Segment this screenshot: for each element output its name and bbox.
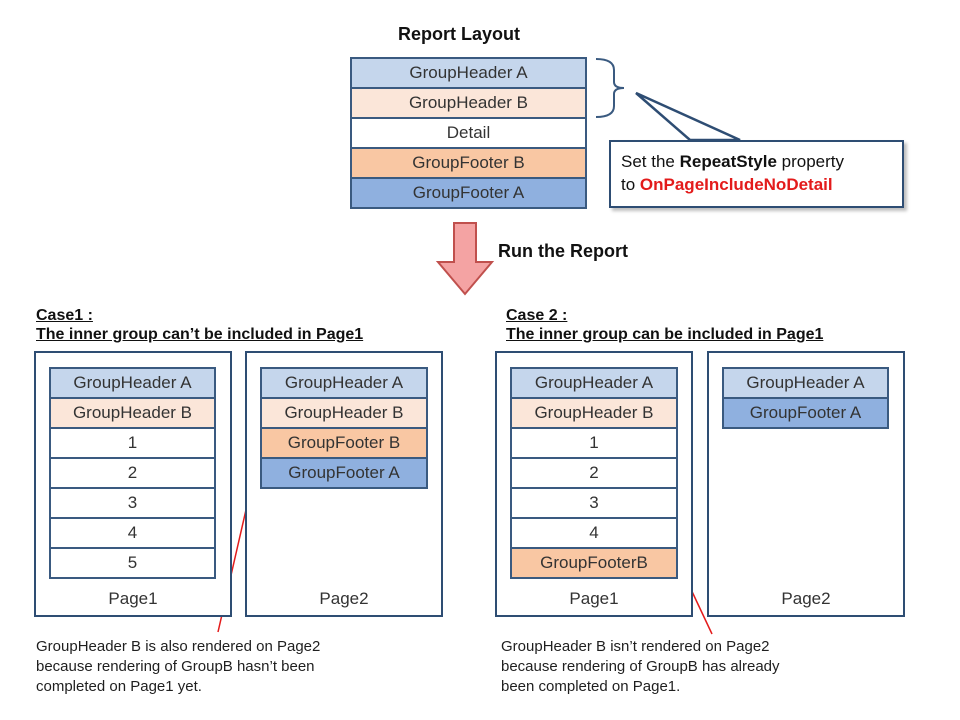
case1-page2-row: GroupFooter A [260,457,428,489]
brace-icon [595,58,625,118]
callout-line1: Set the RepeatStyle property [621,150,902,173]
case1-page2-row: GroupFooter B [260,427,428,459]
layout-band-group-header-b: GroupHeader B [350,87,587,119]
callout-line2: to OnPageIncludeNoDetail [621,173,902,196]
case1-note-line: GroupHeader B is also rendered on Page2 [36,638,321,655]
callout-box: Set the RepeatStyle property to OnPageIn… [609,140,904,208]
case2-page1-row: 1 [510,427,678,459]
case1-page1-label: Page1 [108,589,158,608]
case1-page2-row: GroupHeader B [260,397,428,429]
callout-property: RepeatStyle [679,152,777,171]
run-report-arrow-icon [435,222,495,296]
callout-pointer [635,91,741,142]
case2-title-line2: The inner group can be included in Page1 [506,326,824,343]
callout-middle: property [776,152,845,171]
layout-band-group-footer-b: GroupFooter B [350,147,587,179]
case2-note-line: GroupHeader B isn’t rendered on Page2 [501,638,770,655]
case1-title: Case1 : The inner group can’t be include… [36,306,363,344]
run-report-label: Run the Report [498,241,628,261]
case2-page1-label: Page1 [569,589,619,608]
case1-page1-row: 2 [49,457,216,489]
case2-note: GroupHeader B isn’t rendered on Page2 be… [501,637,780,697]
case1-title-line1: Case1 : [36,307,93,324]
case1-page1-row: 5 [49,547,216,579]
callout-line2-prefix: to [621,175,640,194]
case1-page1-row: 3 [49,487,216,519]
case2-page1-row: GroupFooterB [510,547,678,579]
case2-title: Case 2 : The inner group can be included… [506,306,823,344]
case2-page2-label: Page2 [781,589,831,608]
case1-note: GroupHeader B is also rendered on Page2 … [36,637,320,697]
case2-page2-row: GroupHeader A [722,367,889,399]
report-layout-title: Report Layout [398,24,521,44]
case1-note-line: completed on Page1 yet. [36,678,202,695]
case1-page2-row: GroupHeader A [260,367,428,399]
case2-title-line1: Case 2 : [506,307,568,324]
case2-note-line: been completed on Page1. [501,678,681,695]
case2-page1-row: GroupHeader B [510,397,678,429]
case2-page1-row: GroupHeader A [510,367,678,399]
case1-page1-row: 4 [49,517,216,549]
callout-prefix: Set the [621,152,680,171]
case1-note-line: because rendering of GroupB hasn’t been [36,658,315,675]
case2-page1-row: 2 [510,457,678,489]
case1-page1-row: GroupHeader B [49,397,216,429]
case1-title-line2: The inner group can’t be included in Pag… [36,326,364,343]
case1-page2-label: Page2 [319,589,369,608]
callout-value: OnPageIncludeNoDetail [639,175,833,194]
case1-page1-row: GroupHeader A [49,367,216,399]
case2-note-line: because rendering of GroupB has already [501,658,780,675]
case2-page2-row: GroupFooter A [722,397,889,429]
layout-band-group-footer-a: GroupFooter A [350,177,587,209]
case2-page1-row: 3 [510,487,678,519]
case1-page1-row: 1 [49,427,216,459]
case2-page1-row: 4 [510,517,678,549]
